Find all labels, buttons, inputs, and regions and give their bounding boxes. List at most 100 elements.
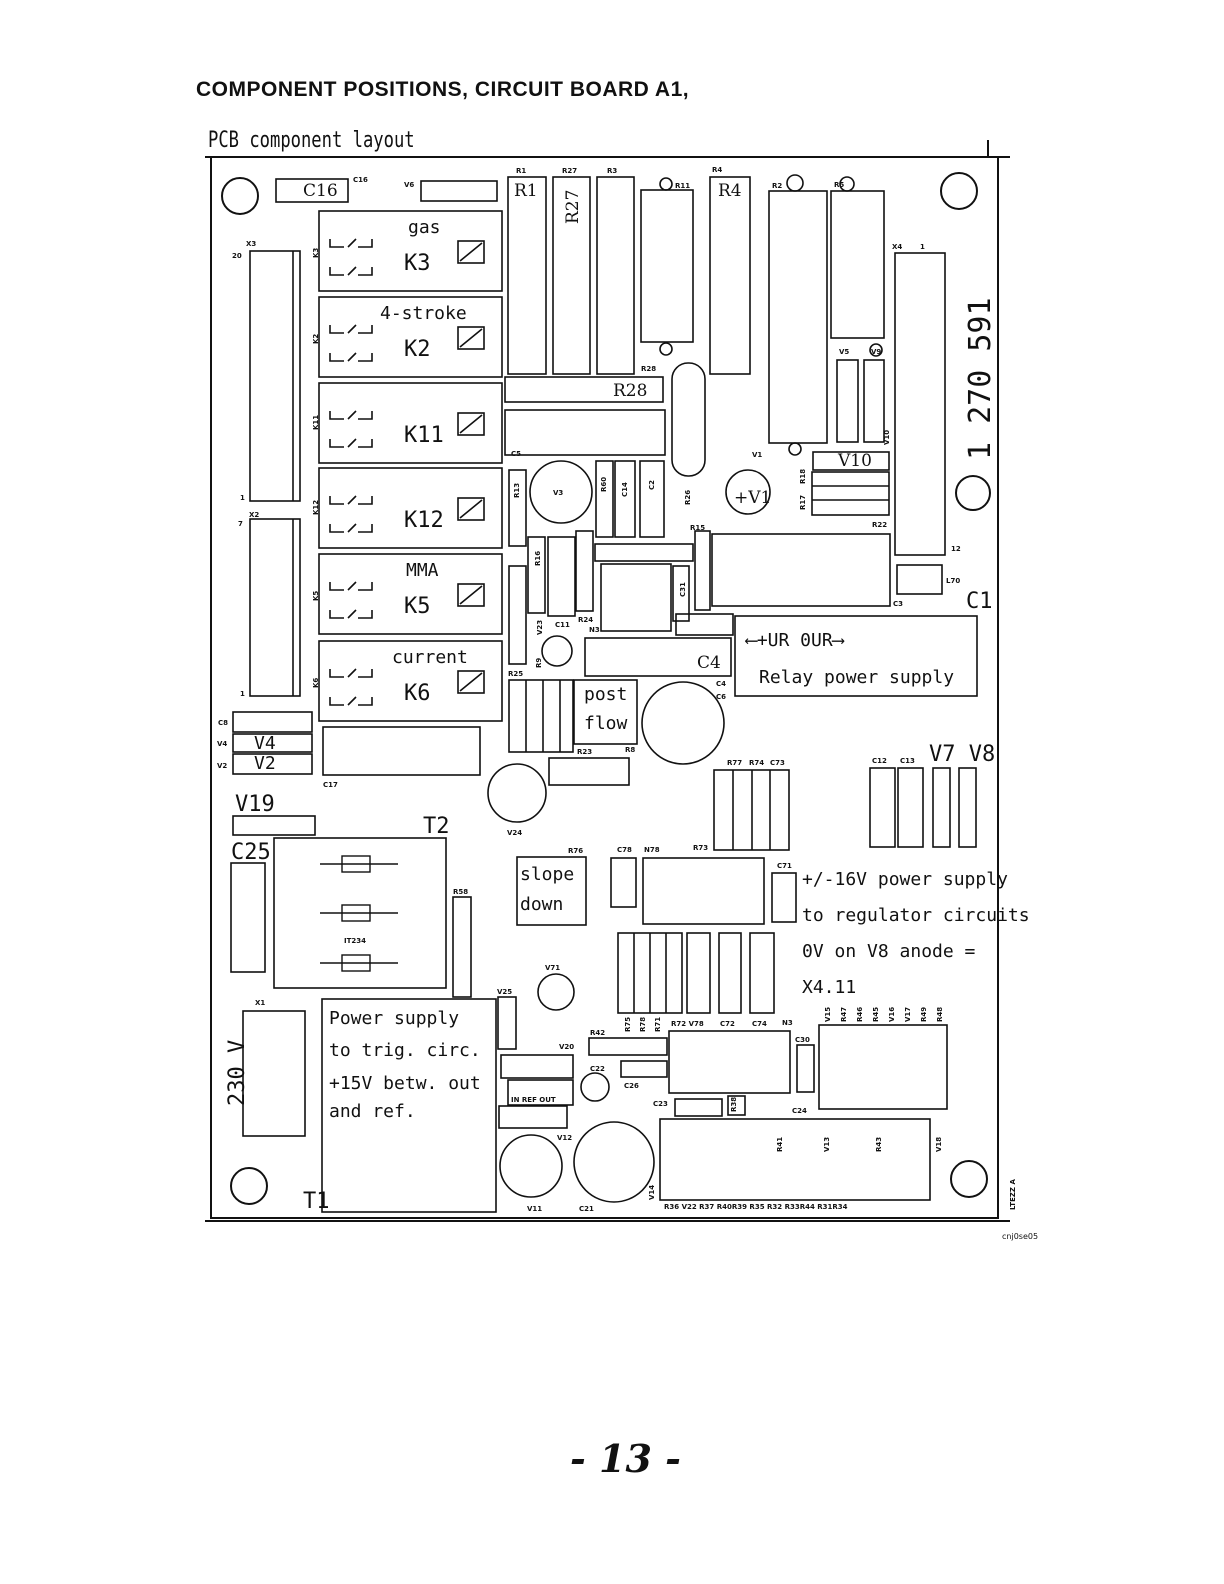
svg-text:R5: R5 <box>834 181 844 189</box>
relay-ref: K5 <box>404 594 431 619</box>
relay-ref: K2 <box>404 337 431 362</box>
svg-text:V23: V23 <box>536 620 544 635</box>
supply16-line1: +/-16V power supply <box>802 869 1008 890</box>
svg-text:C2: C2 <box>648 480 656 490</box>
relay-supply-arrow: ⟵+UR 0UR⟶ <box>745 630 845 651</box>
svg-text:R2: R2 <box>772 182 782 190</box>
trig-supply-box <box>321 998 497 1213</box>
relay-ref: K11 <box>404 423 444 448</box>
n3b-ic <box>668 1030 791 1094</box>
svg-text:V18: V18 <box>935 1137 943 1152</box>
svg-text:R76: R76 <box>568 847 583 855</box>
svg-text:V15: V15 <box>824 1007 832 1022</box>
svg-text:R16: R16 <box>534 551 542 566</box>
svg-text:R71: R71 <box>654 1017 662 1032</box>
svg-text:L70: L70 <box>946 577 960 585</box>
svg-text:LTEZZ A: LTEZZ A <box>1009 1179 1017 1210</box>
relay-code: K6 <box>312 678 320 688</box>
svg-text:C14: C14 <box>621 482 629 497</box>
svg-text:1: 1 <box>240 494 245 502</box>
svg-text:C11: C11 <box>555 621 570 629</box>
svg-text:R9: R9 <box>535 658 543 668</box>
svg-text:R26: R26 <box>684 490 692 505</box>
right-resistor-bank <box>818 1024 948 1110</box>
part-number: 1 270 591 <box>963 297 998 460</box>
svg-text:R48: R48 <box>936 1007 944 1022</box>
n78-ic <box>642 857 765 925</box>
svg-text:R77: R77 <box>727 759 742 767</box>
svg-text:V10: V10 <box>883 430 891 445</box>
x3-connector <box>249 250 301 502</box>
svg-text:R45: R45 <box>872 1007 880 1022</box>
svg-text:post: post <box>584 684 627 705</box>
relay-function-label: gas <box>408 217 441 238</box>
svg-text:V16: V16 <box>888 1007 896 1022</box>
svg-text:R1: R1 <box>514 181 538 201</box>
svg-text:R4: R4 <box>718 181 742 201</box>
c16-label: C16 <box>303 181 338 201</box>
svg-text:R28: R28 <box>613 381 647 401</box>
v3-pot <box>529 460 593 524</box>
svg-text:T1: T1 <box>303 1189 330 1214</box>
svg-text:R11: R11 <box>675 182 690 190</box>
svg-text:V7 V8: V7 V8 <box>929 742 995 767</box>
relay-code: K11 <box>312 415 320 430</box>
svg-text:R47: R47 <box>840 1007 848 1022</box>
svg-text:V1: V1 <box>752 451 762 459</box>
svg-text:V10: V10 <box>837 451 872 471</box>
svg-text:T2: T2 <box>423 814 450 839</box>
svg-text:R41: R41 <box>776 1137 784 1152</box>
v6-box <box>420 180 498 202</box>
svg-text:R74: R74 <box>749 759 764 767</box>
svg-text:V24: V24 <box>507 829 522 837</box>
svg-text:C78: C78 <box>617 846 632 854</box>
r5-ic <box>830 190 885 339</box>
svg-text:R13: R13 <box>513 483 521 498</box>
svg-text:R18: R18 <box>799 469 807 484</box>
svg-text:R3: R3 <box>607 167 617 175</box>
svg-text:X4: X4 <box>892 243 902 251</box>
svg-text:C12: C12 <box>872 757 887 765</box>
svg-text:R25: R25 <box>508 670 523 678</box>
x4-connector <box>894 252 946 556</box>
relay-k5 <box>318 553 503 635</box>
svg-text:V14: V14 <box>648 1185 656 1200</box>
svg-text:V2: V2 <box>217 762 227 770</box>
svg-text:Power supply: Power supply <box>329 1008 459 1029</box>
svg-text:R58: R58 <box>453 888 468 896</box>
svg-text:R15: R15 <box>690 524 705 532</box>
svg-text:C8: C8 <box>218 719 228 727</box>
svg-text:X2: X2 <box>249 511 259 519</box>
svg-text:R46: R46 <box>856 1007 864 1022</box>
svg-text:1: 1 <box>920 243 925 251</box>
svg-text:C22: C22 <box>590 1065 605 1073</box>
svg-text:X3: X3 <box>246 240 256 248</box>
svg-text:C30: C30 <box>795 1036 810 1044</box>
svg-text:flow: flow <box>584 713 628 734</box>
svg-text:C6: C6 <box>716 693 726 701</box>
relay-k2 <box>318 296 503 378</box>
x1-connector <box>242 1010 306 1137</box>
relay-k6 <box>318 640 503 722</box>
mains-voltage: 230 V <box>225 1040 250 1106</box>
relay-k11 <box>318 382 503 464</box>
svg-text:V17: V17 <box>904 1007 912 1022</box>
svg-text:R23: R23 <box>577 748 592 756</box>
svg-text:C4: C4 <box>716 680 726 688</box>
svg-text:R4: R4 <box>712 166 722 174</box>
svg-text:slope: slope <box>520 864 574 885</box>
svg-text:N3: N3 <box>782 1019 793 1027</box>
relay-supply-text: Relay power supply <box>759 667 954 688</box>
svg-text:R38: R38 <box>730 1097 738 1112</box>
svg-text:R78: R78 <box>639 1017 647 1032</box>
svg-text:V4: V4 <box>254 733 276 754</box>
svg-text:7: 7 <box>238 520 243 528</box>
c4-cap <box>584 637 732 677</box>
svg-text:C72: C72 <box>720 1020 735 1028</box>
relay-k3 <box>318 210 503 292</box>
drawing-code: cnj0se05 <box>1002 1232 1039 1241</box>
page-heading: COMPONENT POSITIONS, CIRCUIT BOARD A1, <box>196 78 690 101</box>
supply16-line2: to regulator circuits <box>802 905 1030 926</box>
mounting-hole-bl <box>230 1167 268 1205</box>
